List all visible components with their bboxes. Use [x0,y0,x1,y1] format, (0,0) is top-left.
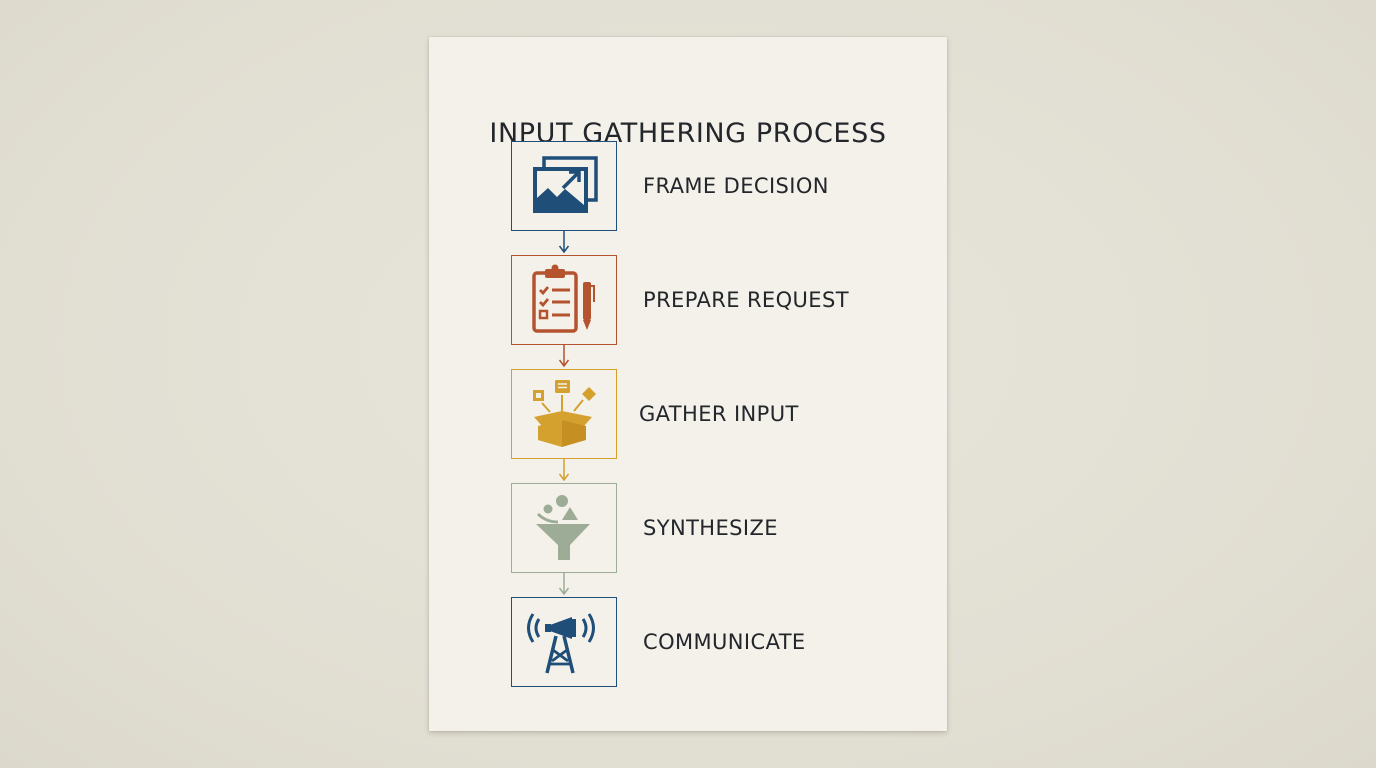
step-label-communicate: COMMUNICATE [643,630,806,654]
step-box-synthesize [511,483,617,573]
broadcast-tower-icon [527,613,595,674]
funnel-icon [536,495,590,560]
step-box-prepare-request [511,255,617,345]
open-box-icon [533,380,596,447]
diagram-title: INPUT GATHERING PROCESS [489,118,887,149]
step-box-communicate [511,597,617,687]
step-box-frame-decision [511,141,617,231]
step-label-prepare-request: PREPARE REQUEST [643,288,849,312]
clipboard-checklist-icon [532,264,595,333]
process-card: INPUT GATHERING PROCESS [429,37,947,731]
step-box-gather-input [511,369,617,459]
landscape-images-icon [533,156,598,213]
step-label-gather-input: GATHER INPUT [639,402,799,426]
step-label-synthesize: SYNTHESIZE [643,516,778,540]
step-label-frame-decision: FRAME DECISION [643,174,829,198]
